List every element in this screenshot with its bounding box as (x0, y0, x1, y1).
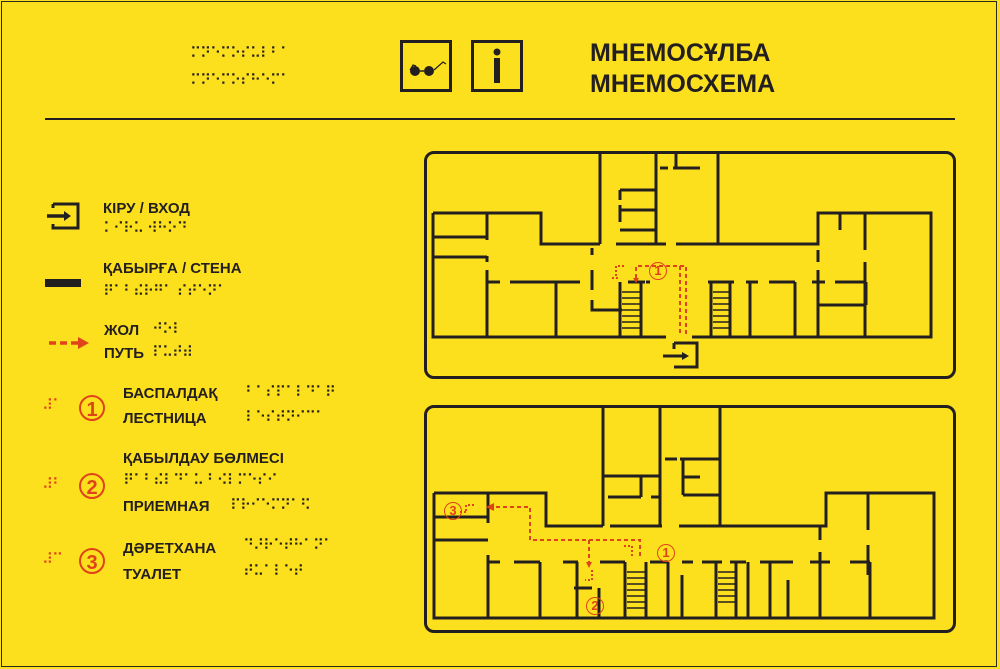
title-ru: МНЕМОСХЕМА (590, 70, 776, 98)
title-kz: МНЕМОСҰЛБА (590, 39, 771, 67)
floor-plan-1: 1 (424, 151, 956, 379)
legend-item-1-label-kz: БАСПАЛДАҚ (123, 385, 218, 402)
page-title: МНЕМОСҰЛБА МНЕМОСХЕМА (590, 38, 775, 100)
legend-item-1-number: 1 (79, 395, 105, 421)
legend-path-braille-ru: ⠏⠥⠞⠾ (152, 343, 193, 361)
entrance-icon (47, 202, 80, 230)
legend-item-1-braille-ru: ⠇⠑⠎⠞⠝⠊⠉⠁ (245, 408, 326, 426)
legend-path-label-kz: ЖОЛ (104, 322, 140, 339)
legend-item-3-braille-ru: ⠞⠥⠁⠇⠑⠞ (243, 562, 304, 580)
floor2-marker-1: 1 (657, 544, 675, 562)
floor-plan-1-walls (431, 152, 933, 369)
title-braille-ru: ⠍⠝⠑⠍⠕⠎⠓⠑⠍⠁ (190, 71, 291, 89)
legend-wall-label: ҚАБЫРҒА / СТЕНА (103, 260, 242, 277)
floor-plan-2: 3 1 2 (424, 405, 956, 633)
legend-path-braille-kz: ⠚⠕⠇ (152, 320, 183, 338)
legend-entrance-label: КІРУ / ВХОД (103, 200, 190, 217)
wall-line-icon (45, 279, 81, 287)
floor2-marker-3: 3 (444, 502, 462, 520)
legend-item-1-braille-kz: ⠃⠁⠎⠏⠁⠇⠙⠁⠟ (245, 383, 336, 401)
legend-path-label-ru: ПУТЬ (104, 345, 145, 362)
legend-item-2-braille-number: ⠼⠃ (42, 475, 63, 493)
header-divider (45, 118, 955, 120)
legend-item-1-label-ru: ЛЕСТНИЦА (123, 410, 207, 427)
floor1-marker-1: 1 (649, 262, 667, 280)
floor2-marker-2: 2 (586, 597, 604, 615)
legend-entrance-braille: ⠅⠊⠗⠥ ⠺⠓⠕⠙ (103, 219, 188, 237)
floor-plan-2-walls (432, 406, 936, 620)
legend-item-2-label-ru: ПРИЕМНАЯ (123, 498, 210, 515)
legend-item-2-braille-kz: ⠟⠁⠃⠮⠇⠙⠁⠥ ⠃⠪⠇⠍⠑⠎⠊ (123, 471, 278, 489)
legend-item-3-braille-number: ⠼⠉ (42, 550, 63, 568)
information-icon (471, 40, 523, 92)
legend-item-3-label-ru: ТУАЛЕТ (123, 566, 182, 583)
legend-item-3-label-kz: ДӘРЕТХАНА (123, 540, 217, 557)
legend-wall-braille: ⠟⠁⠃⠮⠗⠛⠁ ⠎⠞⠑⠝⠁ (103, 282, 228, 300)
legend-item-1-braille-number: ⠼⠁ (42, 396, 63, 414)
legend-item-2-label-kz: ҚАБЫЛДАУ БӨЛМЕСІ (123, 450, 284, 467)
legend-item-3-number: 3 (79, 548, 105, 574)
legend-item-2-number: 2 (79, 473, 105, 499)
dashed-arrow-icon (49, 337, 89, 349)
legend-item-2-braille-ru: ⠏⠗⠊⠑⠍⠝⠁⠫ (230, 496, 311, 514)
legend-item-3-braille-kz: ⠙⠜⠗⠑⠞⠓⠁⠝⠁ (243, 536, 334, 554)
low-vision-glasses-icon (400, 40, 452, 92)
title-braille-kz: ⠍⠝⠑⠍⠕⠎⠥⠇⠃⠁ (190, 44, 291, 62)
